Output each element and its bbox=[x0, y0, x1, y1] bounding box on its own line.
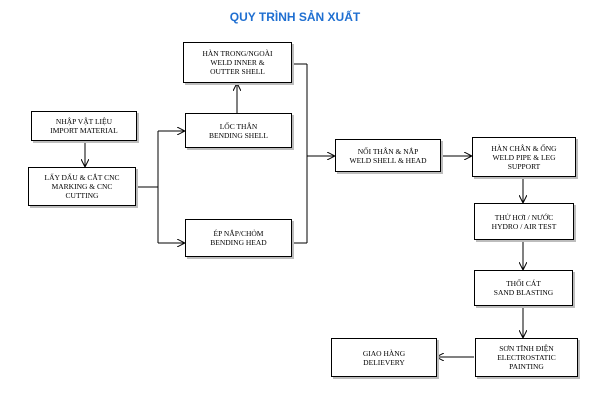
box-line: PAINTING bbox=[509, 362, 544, 371]
box-line: GIAO HÀNG bbox=[362, 348, 406, 358]
box-line: BENDING HEAD bbox=[210, 238, 267, 247]
box-line: HYDRO / AIR TEST bbox=[491, 221, 557, 231]
box-line: HÀN CHÂN & ỐNG bbox=[491, 143, 557, 153]
box-line: LỐC THÂN bbox=[219, 121, 258, 131]
box-line: SƠN TĨNH ĐIỆN bbox=[499, 344, 554, 353]
box-line: MARKING & CNC bbox=[51, 182, 113, 191]
box-line: WELD PIPE & LEG bbox=[492, 152, 556, 162]
page-title: QUY TRÌNH SẢN XUẤT bbox=[229, 10, 361, 24]
box-line: NHẬP VẬT LIỆU bbox=[55, 117, 113, 126]
box-line: IMPORT MATERIAL bbox=[50, 126, 118, 135]
box-line: OUTTER SHELL bbox=[210, 67, 265, 76]
box-line: CUTTING bbox=[65, 191, 99, 200]
box-line: WELD SHELL & HEAD bbox=[349, 155, 427, 165]
box-line: THỬ HƠI / NƯỚC bbox=[494, 212, 554, 222]
box-line: THỔI CÁT bbox=[506, 279, 541, 288]
box-line: BENDING SHELL bbox=[209, 130, 268, 140]
box-line: SAND BLASTING bbox=[493, 288, 554, 297]
box-line: NỐI THÂN & NẮP bbox=[357, 146, 419, 156]
box-line: WELD INNER & bbox=[210, 58, 265, 67]
box-line: LẤY DẤU & CẮT CNC bbox=[44, 173, 120, 182]
box-line: SUPPORT bbox=[507, 161, 541, 171]
box-line: DELIEVERY bbox=[363, 357, 405, 367]
box-line: ELECTROSTATIC bbox=[497, 353, 556, 362]
box-line: HÀN TRONG/NGOÀI bbox=[202, 49, 273, 58]
box-line: ÉP NẮP/CHỎM bbox=[213, 229, 264, 238]
